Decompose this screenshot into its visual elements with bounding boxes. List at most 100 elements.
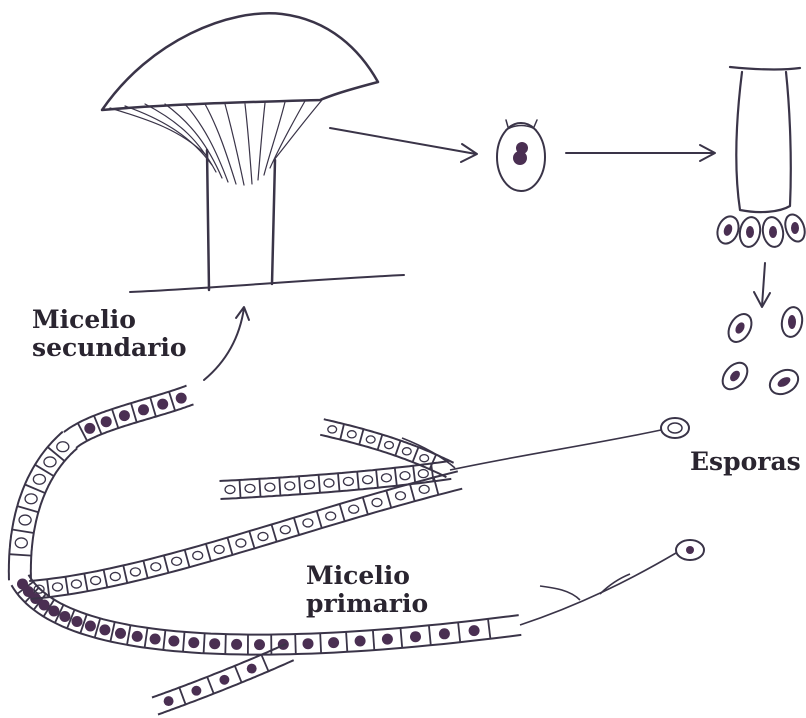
septum [340, 424, 344, 440]
nucleus [15, 538, 27, 548]
nucleus [130, 568, 140, 576]
septum [9, 554, 31, 555]
nucleus [48, 606, 59, 617]
septum [413, 466, 415, 484]
nucleus [85, 621, 96, 632]
free-spores [718, 305, 805, 399]
nucleus [439, 628, 450, 639]
nucleus [366, 436, 375, 443]
germ-tube-fork [540, 574, 630, 600]
septum [429, 625, 431, 645]
nucleus [59, 611, 70, 622]
septum [123, 565, 127, 583]
primary-hypha-upper [220, 461, 452, 499]
nucleus [469, 625, 480, 636]
arrow-to-basidium [330, 128, 477, 162]
septum [94, 416, 102, 435]
nucleus [355, 636, 366, 647]
nucleus [72, 616, 83, 627]
mushroom-stipe-left [207, 150, 209, 290]
nucleus [381, 474, 391, 482]
nucleus [231, 639, 242, 650]
septum [17, 506, 38, 512]
secondary-hypha-upper [64, 386, 194, 448]
septum [169, 392, 175, 411]
septum [95, 618, 101, 637]
nucleus [33, 474, 45, 484]
septum [294, 518, 299, 535]
nucleus [245, 484, 255, 492]
nucleus [157, 399, 168, 410]
nucleus [303, 638, 314, 649]
nucleus [119, 410, 130, 421]
nucleus [53, 583, 63, 591]
septum [363, 497, 368, 514]
arrow-down-to-spores [754, 263, 770, 307]
nucleus [164, 696, 174, 706]
septum [179, 688, 185, 705]
septum [338, 473, 340, 491]
arrow-to-spore-basidium [566, 145, 715, 161]
septum [272, 525, 277, 542]
nucleus [150, 634, 161, 645]
young-basidium [497, 120, 545, 191]
nucleus [115, 628, 126, 639]
septum [395, 441, 400, 456]
nucleus [191, 686, 201, 696]
nucleus [19, 515, 31, 525]
nucleus [151, 563, 161, 571]
septum [66, 577, 69, 595]
mushroom-cap [102, 13, 378, 110]
mature-basidium [714, 67, 806, 249]
germ-tube-bottom [520, 553, 676, 625]
nucleus [25, 494, 37, 504]
nucleus [188, 637, 199, 648]
septum [163, 630, 165, 650]
septum [249, 531, 254, 548]
septum [376, 470, 378, 488]
nucleus [303, 519, 313, 527]
nucleus [396, 492, 406, 500]
septum [84, 574, 87, 592]
nucleus [347, 431, 356, 438]
septum [401, 628, 403, 648]
nucleus [225, 485, 235, 493]
nucleus [132, 631, 143, 642]
nucleus [219, 675, 229, 685]
nucleus [402, 448, 411, 455]
germ-tube-top [450, 430, 661, 470]
septum [430, 455, 437, 470]
nucleus [420, 455, 429, 462]
nucleus [84, 423, 95, 434]
septum [150, 397, 156, 416]
nucleus [39, 600, 50, 611]
mushroom-stipe-right [272, 160, 275, 284]
nucleus [193, 551, 203, 559]
nucleus [214, 545, 224, 553]
nucleus [363, 476, 373, 484]
nucleus [328, 637, 339, 648]
nucleus [343, 477, 353, 485]
label-secondary-mycelium-line2: secundario [32, 334, 187, 362]
mushroom-gills [110, 100, 322, 185]
septum [488, 619, 490, 639]
septum [378, 435, 383, 450]
germinating-spore-top [661, 418, 689, 438]
septum [185, 550, 190, 567]
nucleus [305, 481, 315, 489]
nucleus [110, 572, 120, 580]
nucleus [101, 416, 112, 427]
nucleus [265, 483, 275, 491]
nucleus [172, 557, 182, 565]
septum [410, 484, 415, 501]
nucleus [326, 512, 336, 520]
mushroom [102, 13, 404, 292]
septum [127, 625, 131, 645]
septum [319, 475, 320, 493]
basidiospores [714, 212, 806, 249]
hypha-wall [31, 448, 77, 579]
nucleus [138, 404, 149, 415]
germinating-spore-bottom [676, 540, 704, 560]
nucleus [71, 580, 81, 588]
